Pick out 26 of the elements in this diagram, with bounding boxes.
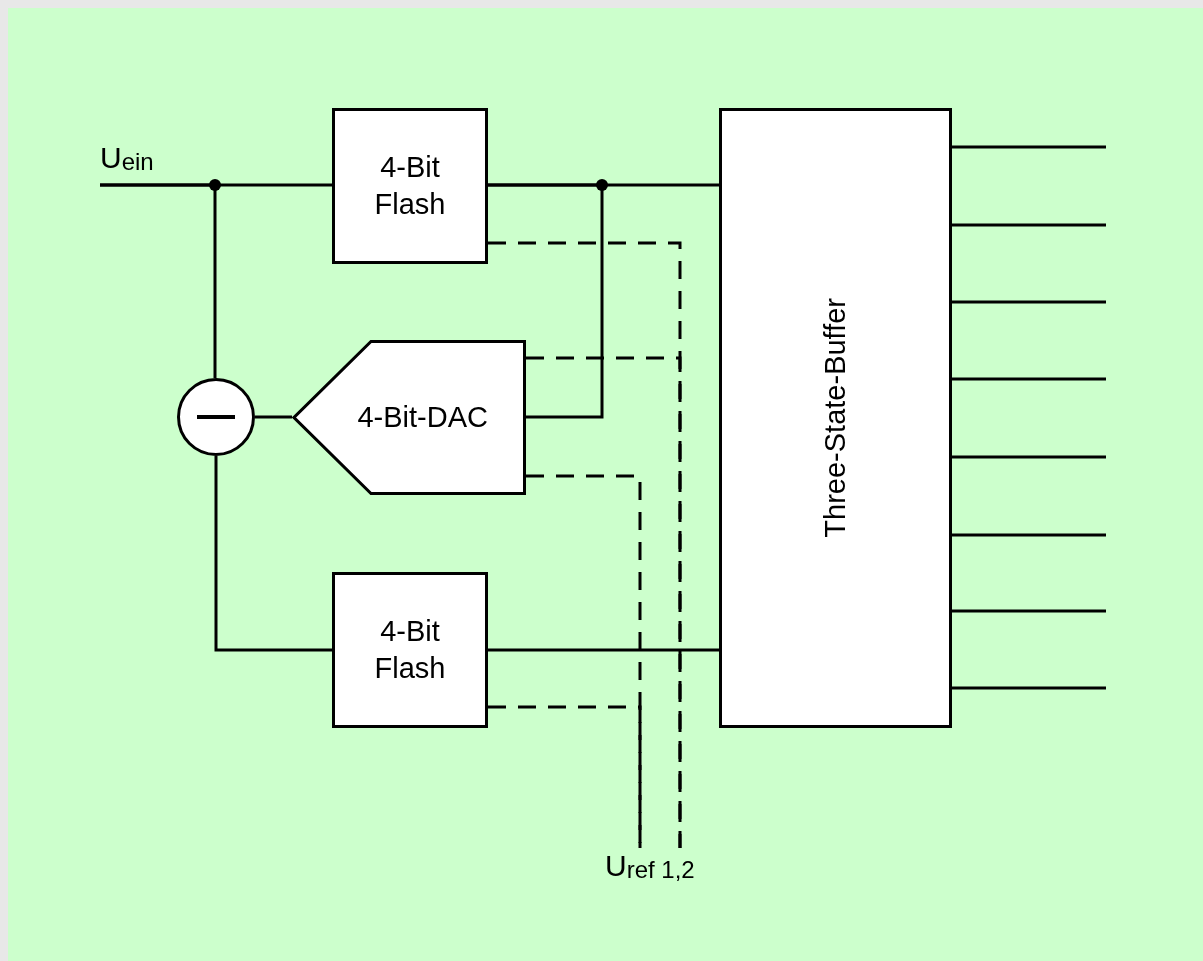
output-line — [952, 455, 1106, 459]
block-label: 4-Bit Flash — [373, 614, 447, 686]
reference-line — [526, 474, 642, 848]
output-line — [952, 223, 1106, 227]
output-line — [952, 377, 1106, 381]
signal-line — [488, 648, 719, 652]
block-label: Three-State-Buffer — [818, 298, 852, 538]
dac-block — [292, 340, 526, 495]
flash-converter-block — [332, 108, 488, 264]
output-line — [952, 686, 1106, 690]
subtractor-circle — [177, 378, 255, 456]
output-line — [952, 533, 1106, 537]
signal-line — [100, 183, 217, 378]
signal-line — [214, 456, 332, 652]
buffer-block — [719, 108, 952, 728]
output-line — [952, 609, 1106, 613]
block-label: 4-Bit Flash — [373, 150, 447, 222]
reference-line — [526, 356, 682, 848]
voltage-label: U$_{ein}$ — [100, 140, 180, 186]
output-line — [952, 300, 1106, 304]
signal-line — [488, 183, 604, 419]
output-line — [952, 145, 1106, 149]
voltage-label: U$_{ref 1,2}$ — [605, 848, 745, 906]
block-label: 4-Bit-DAC — [357, 400, 488, 435]
flash-converter-block — [332, 572, 488, 728]
signal-line — [255, 415, 292, 419]
